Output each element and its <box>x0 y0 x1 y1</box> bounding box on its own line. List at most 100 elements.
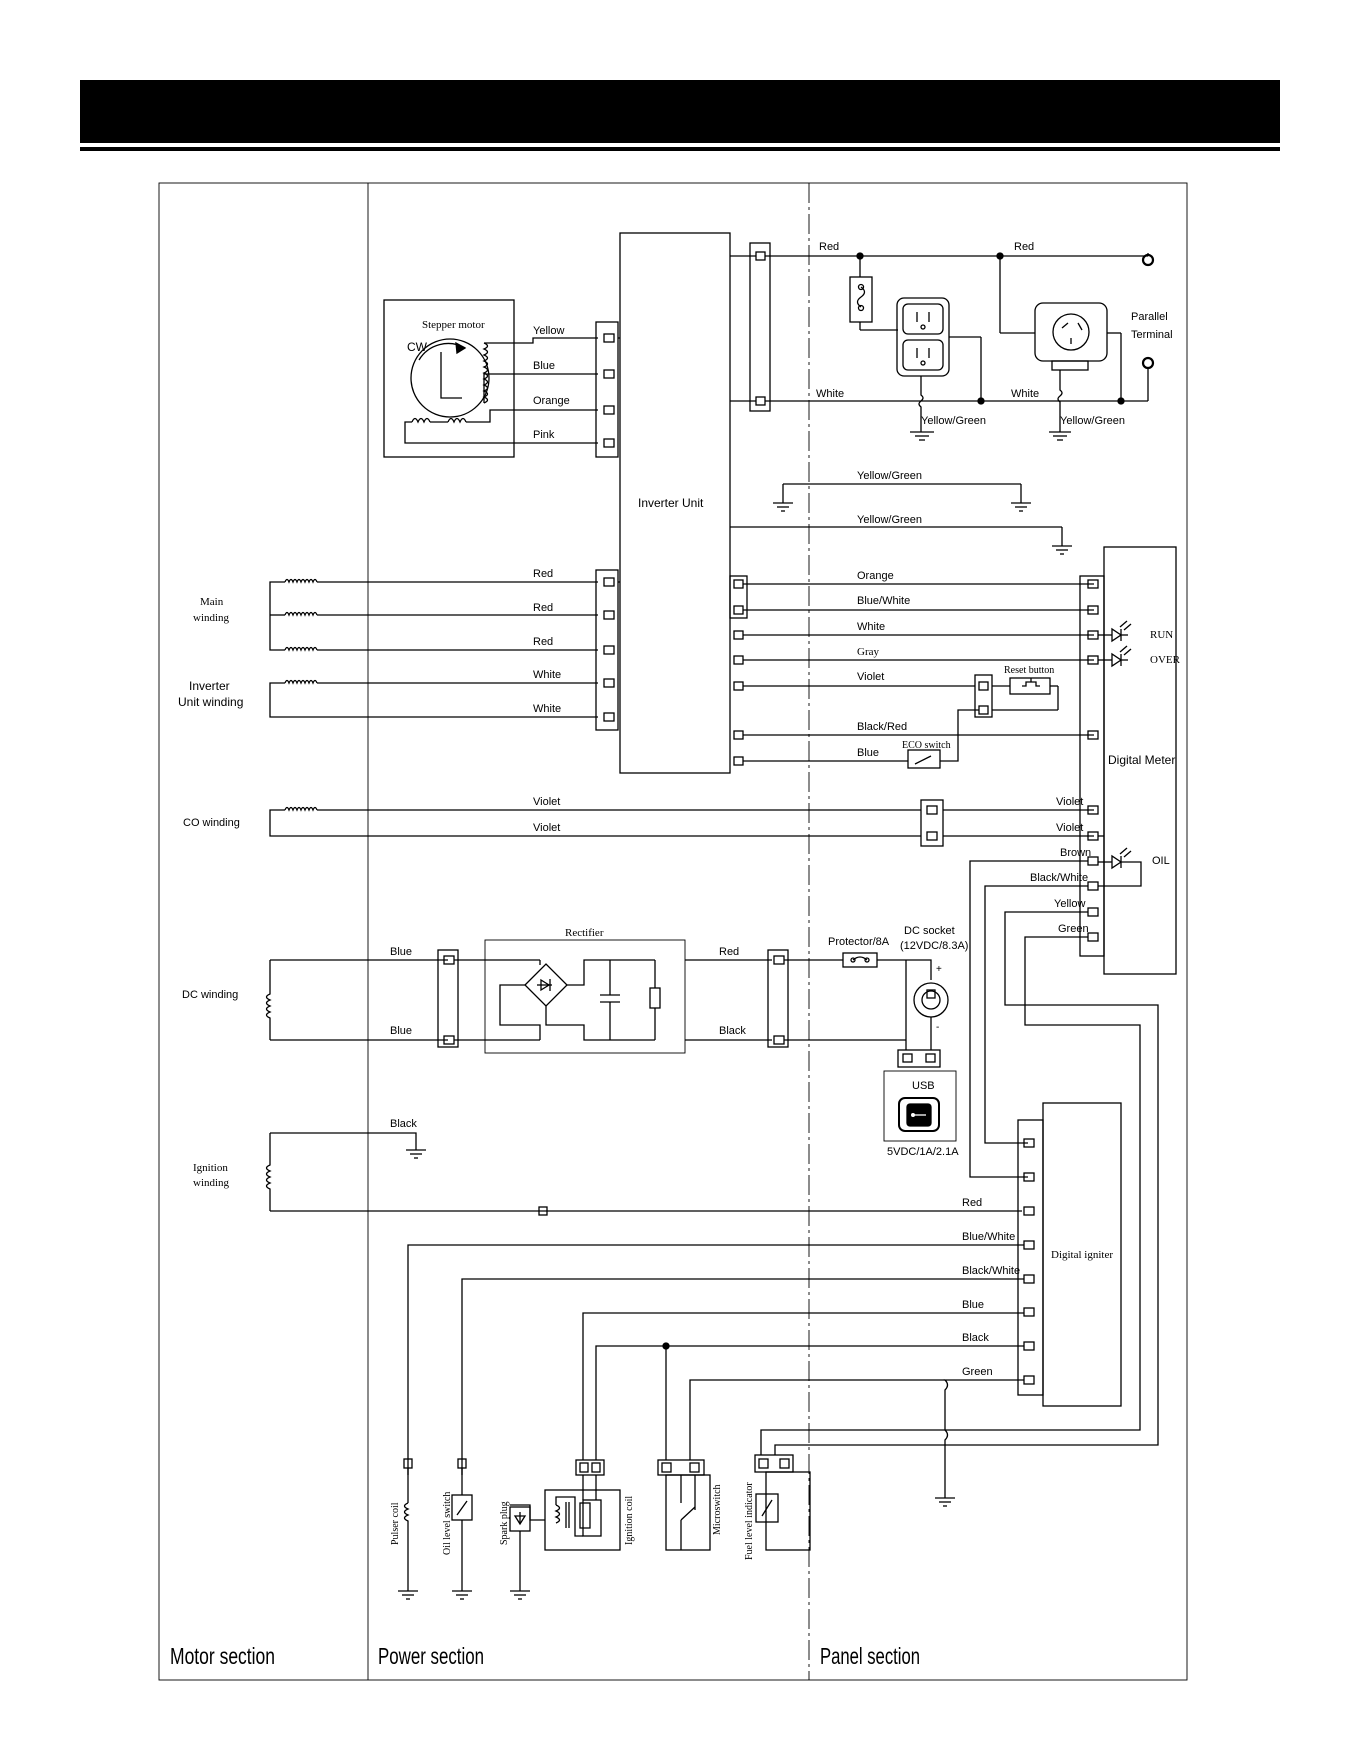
svg-text:+: + <box>936 964 942 975</box>
svg-text:Blue: Blue <box>390 1025 412 1037</box>
svg-text:White: White <box>816 388 844 400</box>
svg-text:Blue: Blue <box>390 946 412 958</box>
stepper-wire-labels: Yellow Blue Orange Pink <box>533 325 570 441</box>
svg-text:Ignition: Ignition <box>193 1162 228 1174</box>
svg-text:Yellow: Yellow <box>533 325 564 337</box>
svg-text:Red: Red <box>962 1197 982 1209</box>
svg-text:Oil level switch: Oil level switch <box>442 1492 453 1555</box>
svg-text:Yellow/Green: Yellow/Green <box>1060 415 1125 427</box>
svg-text:DC socket: DC socket <box>904 925 955 937</box>
svg-text:Stepper motor: Stepper motor <box>422 319 485 331</box>
svg-text:Red: Red <box>1014 241 1034 253</box>
svg-text:ECO switch: ECO switch <box>902 740 951 751</box>
svg-text:Brown: Brown <box>1060 847 1091 859</box>
svg-text:Yellow/Green: Yellow/Green <box>921 415 986 427</box>
svg-text:Pink: Pink <box>533 429 555 441</box>
co-winding-connector: Violet Violet <box>920 796 1094 847</box>
svg-text:Inverter Unit: Inverter Unit <box>638 496 704 510</box>
svg-text:Blue: Blue <box>533 360 555 372</box>
svg-text:White: White <box>1011 388 1039 400</box>
svg-text:Orange: Orange <box>857 570 894 582</box>
inverter-unit: Inverter Unit <box>619 232 731 774</box>
section-title-panel: Panel section <box>820 1643 920 1669</box>
twistlock-outlet-icon <box>1034 302 1108 362</box>
parallel-terminal-bottom <box>1141 356 1155 370</box>
svg-text:Red: Red <box>533 602 553 614</box>
svg-text:Yellow/Green: Yellow/Green <box>857 514 922 526</box>
svg-text:Violet: Violet <box>533 796 560 808</box>
svg-text:Digital igniter: Digital igniter <box>1051 1249 1113 1261</box>
svg-text:Green: Green <box>962 1366 993 1378</box>
svg-text:Black: Black <box>390 1118 417 1130</box>
svg-text:Yellow: Yellow <box>1054 898 1085 910</box>
svg-text:Blue/White: Blue/White <box>857 595 910 607</box>
ac-output-labels: Red Red White White Yellow/Green Yellow/… <box>816 241 1173 427</box>
svg-text:Inverter: Inverter <box>189 679 230 693</box>
svg-text:Blue/White: Blue/White <box>962 1231 1015 1243</box>
svg-text:Rectifier: Rectifier <box>565 927 604 939</box>
section-title-power: Power section <box>378 1643 484 1669</box>
meter-harness-labels: Orange Blue/White White Gray Violet Blac… <box>857 570 1054 759</box>
svg-text:Parallel: Parallel <box>1131 311 1168 323</box>
dc-circuit: Rectifier + <box>437 925 968 1158</box>
svg-text:Black: Black <box>719 1025 746 1037</box>
svg-text:White: White <box>533 703 561 715</box>
svg-text:DC winding: DC winding <box>182 989 238 1001</box>
inverter-output-connector <box>730 242 771 412</box>
svg-text:5VDC/1A/2.1A: 5VDC/1A/2.1A <box>887 1146 959 1158</box>
svg-text:Spark plug: Spark plug <box>499 1501 510 1545</box>
svg-text:Unit winding: Unit winding <box>178 695 243 709</box>
parallel-terminal-top <box>1141 253 1155 267</box>
digital-meter: Digital Meter RUN OVER OIL <box>1098 546 1181 975</box>
svg-text:Main: Main <box>200 596 224 608</box>
meter-to-igniter-wires: Brown Black/White Yellow Green <box>760 847 1159 1455</box>
svg-text:OVER: OVER <box>1150 654 1181 666</box>
svg-text:White: White <box>857 621 885 633</box>
svg-text:Terminal: Terminal <box>1131 329 1173 341</box>
svg-text:Fuel level indicator: Fuel level indicator <box>744 1482 755 1560</box>
svg-text:Blue: Blue <box>962 1299 984 1311</box>
svg-text:CO winding: CO winding <box>183 817 240 829</box>
winding-labels: Main winding Inverter Unit winding CO wi… <box>178 568 561 1189</box>
bottom-components: Pulser coil Oil level switch Ignition co… <box>390 1454 811 1600</box>
section-frame <box>158 182 1188 1681</box>
svg-text:Green: Green <box>1058 923 1089 935</box>
svg-text:Red: Red <box>819 241 839 253</box>
dc-socket-icon <box>913 982 949 1018</box>
section-title-motor: Motor section <box>170 1643 275 1669</box>
duplex-outlet-icon <box>896 297 950 377</box>
svg-text:winding: winding <box>193 612 230 624</box>
svg-text:USB: USB <box>912 1080 935 1092</box>
svg-text:Reset button: Reset button <box>1004 665 1054 676</box>
header-bar <box>80 80 1280 143</box>
svg-text:OIL: OIL <box>1152 855 1170 867</box>
svg-text:Violet: Violet <box>1056 796 1083 808</box>
svg-text:Protector/8A: Protector/8A <box>828 936 890 948</box>
usb-port-icon <box>898 1097 940 1132</box>
svg-text:Red: Red <box>533 568 553 580</box>
svg-text:(12VDC/8.3A): (12VDC/8.3A) <box>900 940 968 952</box>
svg-text:CW: CW <box>407 340 428 354</box>
header-underline <box>80 147 1280 151</box>
ground-lines: Yellow/Green Yellow/Green <box>730 470 1072 555</box>
svg-text:Orange: Orange <box>533 395 570 407</box>
svg-text:Yellow/Green: Yellow/Green <box>857 470 922 482</box>
svg-text:Black/Red: Black/Red <box>857 721 907 733</box>
svg-text:Violet: Violet <box>857 671 884 683</box>
svg-text:Black/White: Black/White <box>1030 872 1088 884</box>
ac-output-circuit <box>765 252 1155 441</box>
generator-windings <box>265 569 1022 1216</box>
svg-text:Ignition coil: Ignition coil <box>624 1496 635 1545</box>
svg-text:Violet: Violet <box>1056 822 1083 834</box>
svg-text:Gray: Gray <box>857 646 879 658</box>
svg-text:-: - <box>936 1022 939 1033</box>
svg-text:Black: Black <box>962 1332 989 1344</box>
svg-text:winding: winding <box>193 1177 230 1189</box>
svg-text:Red: Red <box>719 946 739 958</box>
svg-text:White: White <box>533 669 561 681</box>
igniter-harness <box>407 1244 1024 1507</box>
svg-text:Red: Red <box>533 636 553 648</box>
svg-text:Violet: Violet <box>533 822 560 834</box>
svg-text:Digital Meter: Digital Meter <box>1108 753 1175 767</box>
svg-text:RUN: RUN <box>1150 629 1173 641</box>
